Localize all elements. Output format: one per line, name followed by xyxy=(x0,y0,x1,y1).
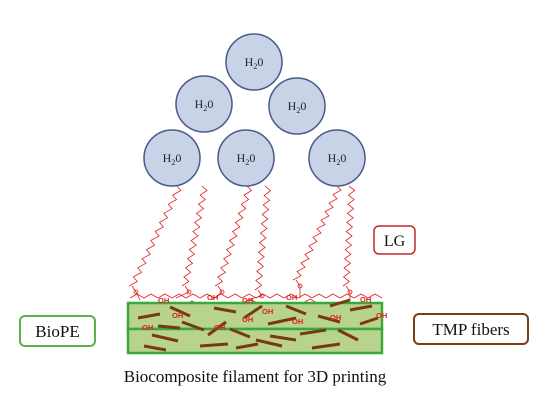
carbonyl-oxygen xyxy=(297,283,303,289)
tmp-fiber xyxy=(229,327,251,339)
caption: Biocomposite filament for 3D printing xyxy=(124,367,387,386)
hydroxyl-label: OH xyxy=(330,313,341,322)
lignin-chain xyxy=(254,185,272,291)
tmp-fiber xyxy=(169,305,191,318)
network-bond xyxy=(339,293,355,299)
lignin-chain xyxy=(342,185,356,287)
tmp-fiber xyxy=(349,304,373,312)
network-bond xyxy=(241,293,257,299)
svg-text:H20: H20 xyxy=(163,151,182,167)
hydroxyl-label: OH xyxy=(142,323,153,332)
filament-top-layer xyxy=(126,301,384,331)
carbonyl-oxygen xyxy=(186,289,192,295)
water-bubble: H20 xyxy=(268,77,326,135)
ester-bond xyxy=(249,289,263,300)
tmp-fiber xyxy=(255,338,283,348)
network-bond xyxy=(227,293,243,299)
lignin-chain xyxy=(292,185,342,281)
network-bond xyxy=(367,293,383,299)
tmp-fibers-label: TMP fibers xyxy=(413,313,529,345)
tmp-fiber xyxy=(199,342,229,348)
network-bond xyxy=(353,293,369,299)
network-bond xyxy=(269,293,285,299)
tmp-fiber xyxy=(143,344,167,352)
tmp-fiber xyxy=(329,298,351,308)
tmp-fiber xyxy=(157,324,181,330)
network-bond xyxy=(199,293,215,299)
lignin-chain xyxy=(128,185,182,287)
network-bond xyxy=(311,293,327,299)
lg-label: LG xyxy=(373,225,416,255)
network-bond xyxy=(171,293,187,299)
network-bond xyxy=(185,293,201,299)
water-bubble: H20 xyxy=(308,129,366,187)
hydroxyl-label: OH xyxy=(214,323,225,332)
tmp-fiber xyxy=(181,320,205,332)
water-bubble: H20 xyxy=(175,75,233,133)
tmp-fiber xyxy=(285,304,307,316)
svg-text:H20: H20 xyxy=(195,97,214,113)
biope-label: BioPE xyxy=(19,315,96,347)
tmp-fiber xyxy=(137,312,161,320)
svg-text:H20: H20 xyxy=(288,99,307,115)
biope-label-text: BioPE xyxy=(35,322,79,341)
tmp-fiber xyxy=(151,333,179,343)
tmp-fiber xyxy=(299,328,327,336)
hydroxyl-label: OH xyxy=(158,296,169,305)
water-bubbles: H20 H20 H20 H20 H20 H20 xyxy=(143,33,366,187)
svg-text:H20: H20 xyxy=(237,151,256,167)
hydroxyl-label: OH xyxy=(172,311,183,320)
network-bond xyxy=(283,293,299,299)
tmp-fibers-label-text: TMP fibers xyxy=(432,320,509,339)
tmp-fiber xyxy=(235,342,259,350)
network-bond xyxy=(297,293,313,299)
network-bond xyxy=(325,293,341,299)
filament-bottom-layer xyxy=(126,327,384,355)
hydroxyl-label: OH xyxy=(292,317,303,326)
water-bubble: H20 xyxy=(225,33,283,91)
ester-bond xyxy=(175,285,190,299)
tmp-fiber xyxy=(213,306,237,314)
hydroxyl-label: OH xyxy=(207,293,218,302)
hydroxyl-label: OH xyxy=(262,307,273,316)
carbonyl-oxygen xyxy=(133,289,139,295)
tmp-fiber xyxy=(267,316,297,326)
hydroxyl-label: OH xyxy=(360,295,371,304)
lignin-chain xyxy=(181,185,208,287)
tmp-fibers xyxy=(137,298,379,352)
carbonyl-oxygen xyxy=(347,289,353,295)
svg-text:H20: H20 xyxy=(328,151,347,167)
tmp-fiber xyxy=(337,328,359,342)
tmp-fiber xyxy=(311,342,341,350)
water-bubble: H20 xyxy=(217,129,275,187)
lignin-chain xyxy=(214,185,253,287)
hydroxyl-label: OH xyxy=(376,311,387,320)
water-bubble: H20 xyxy=(143,129,201,187)
tmp-fiber xyxy=(317,314,341,324)
ester-bond xyxy=(345,285,351,300)
ester-bond xyxy=(295,279,301,298)
tmp-fiber xyxy=(269,334,297,342)
carbonyl-oxygen xyxy=(219,289,225,295)
ester-bond xyxy=(131,285,141,301)
hydroxyl-label: OH xyxy=(286,293,297,302)
tmp-fiber xyxy=(359,316,379,326)
network-bond xyxy=(157,293,173,299)
svg-text:H20: H20 xyxy=(245,55,264,71)
tmp-fiber xyxy=(243,304,263,320)
network-bond xyxy=(143,293,159,299)
lignin-chains xyxy=(128,185,356,291)
network-bond xyxy=(255,293,271,299)
network-bond xyxy=(129,293,145,299)
tmp-fiber xyxy=(207,320,227,337)
hydroxyl-label: OH xyxy=(242,315,253,324)
filament xyxy=(126,298,384,355)
lg-label-text: LG xyxy=(384,233,406,250)
network-bond xyxy=(213,293,229,299)
hydroxyl-label: OH xyxy=(242,296,253,305)
